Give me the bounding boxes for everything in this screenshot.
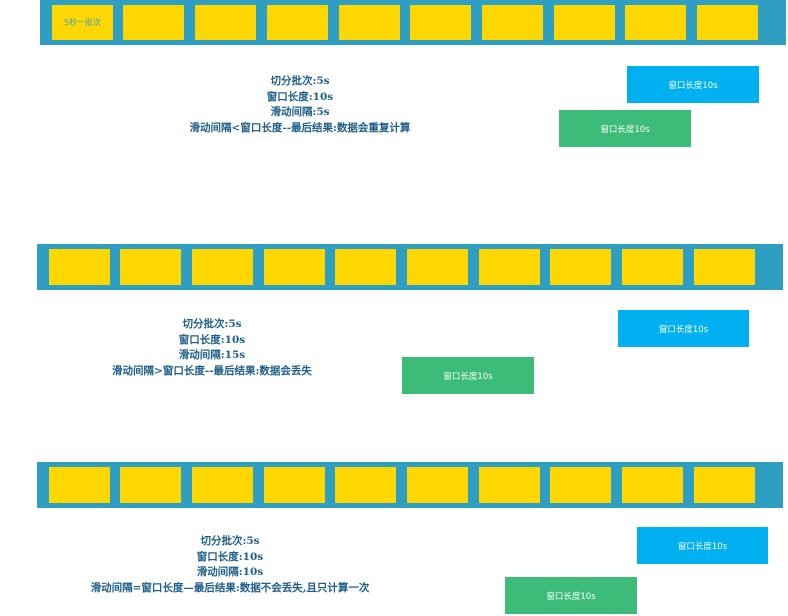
batch-cell: [622, 249, 683, 285]
batch-cell: [335, 249, 396, 285]
batch-cell: [550, 467, 611, 503]
note-line: 滑动间隔:15s: [178, 349, 246, 361]
batch-cell: [479, 467, 540, 503]
batch-cell: [697, 5, 758, 40]
note-line: 窗口长度:10s: [178, 333, 246, 346]
batch-cell: 5秒一批次: [52, 5, 113, 40]
batch-strip-2: [37, 244, 783, 290]
batch-cell: [264, 249, 325, 285]
note-line: 滑动间隔:5s: [270, 106, 330, 118]
batch-cell: [49, 467, 110, 503]
batch-strip-3: [37, 462, 783, 508]
batch-cell: [482, 5, 543, 40]
diagram-note-3: 切分批次:5s 窗口长度:10s 滑动间隔:10s 滑动间隔=窗口长度—最后结果…: [60, 534, 400, 596]
batch-cell: [49, 249, 110, 285]
batch-cell: [192, 467, 253, 503]
diagram-note-1: 切分批次:5s 窗口长度:10s 滑动间隔:5s 滑动间隔<窗口长度--最后结果…: [150, 74, 450, 136]
window-box-blue: 窗口长度10s: [637, 527, 768, 564]
batch-cell: [120, 249, 181, 285]
window-box-blue: 窗口长度10s: [618, 310, 749, 347]
batch-cell: [407, 249, 468, 285]
batch-cell: [123, 5, 184, 40]
note-line: 切分批次:5s: [182, 318, 242, 330]
note-line: 滑动间隔:10s: [196, 566, 264, 578]
batch-cell: [264, 467, 325, 503]
batch-cell: [339, 5, 400, 40]
note-line: 滑动间隔<窗口长度--最后结果:数据会重复计算: [189, 121, 411, 134]
batch-cell: [410, 5, 471, 40]
note-line: 窗口长度:10s: [196, 550, 264, 563]
batch-cell: [407, 467, 468, 503]
note-line: 滑动间隔>窗口长度--最后结果:数据会丢失: [112, 364, 312, 377]
batch-cell: [554, 5, 615, 40]
window-box-blue: 窗口长度10s: [627, 66, 759, 103]
note-line: 滑动间隔=窗口长度—最后结果:数据不会丢失,且只计算一次: [90, 581, 370, 594]
window-box-green: 窗口长度10s: [559, 110, 691, 147]
note-line: 切分批次:5s: [270, 75, 330, 87]
batch-cell: [479, 249, 540, 285]
window-box-green: 窗口长度10s: [505, 577, 637, 614]
note-line: 切分批次:5s: [200, 535, 260, 547]
note-line: 窗口长度:10s: [266, 90, 334, 103]
batch-strip-1: 5秒一批次: [40, 0, 786, 45]
batch-cell: [120, 467, 181, 503]
diagram-note-2: 切分批次:5s 窗口长度:10s 滑动间隔:15s 滑动间隔>窗口长度--最后结…: [62, 317, 362, 379]
batch-cell: [622, 467, 683, 503]
batch-cell: [195, 5, 256, 40]
batch-cell: [694, 467, 755, 503]
batch-cell: [694, 249, 755, 285]
batch-cell: [267, 5, 328, 40]
batch-cell: [550, 249, 611, 285]
batch-cell: [192, 249, 253, 285]
window-box-green: 窗口长度10s: [402, 357, 534, 394]
batch-cell: [335, 467, 396, 503]
batch-cell: [625, 5, 686, 40]
